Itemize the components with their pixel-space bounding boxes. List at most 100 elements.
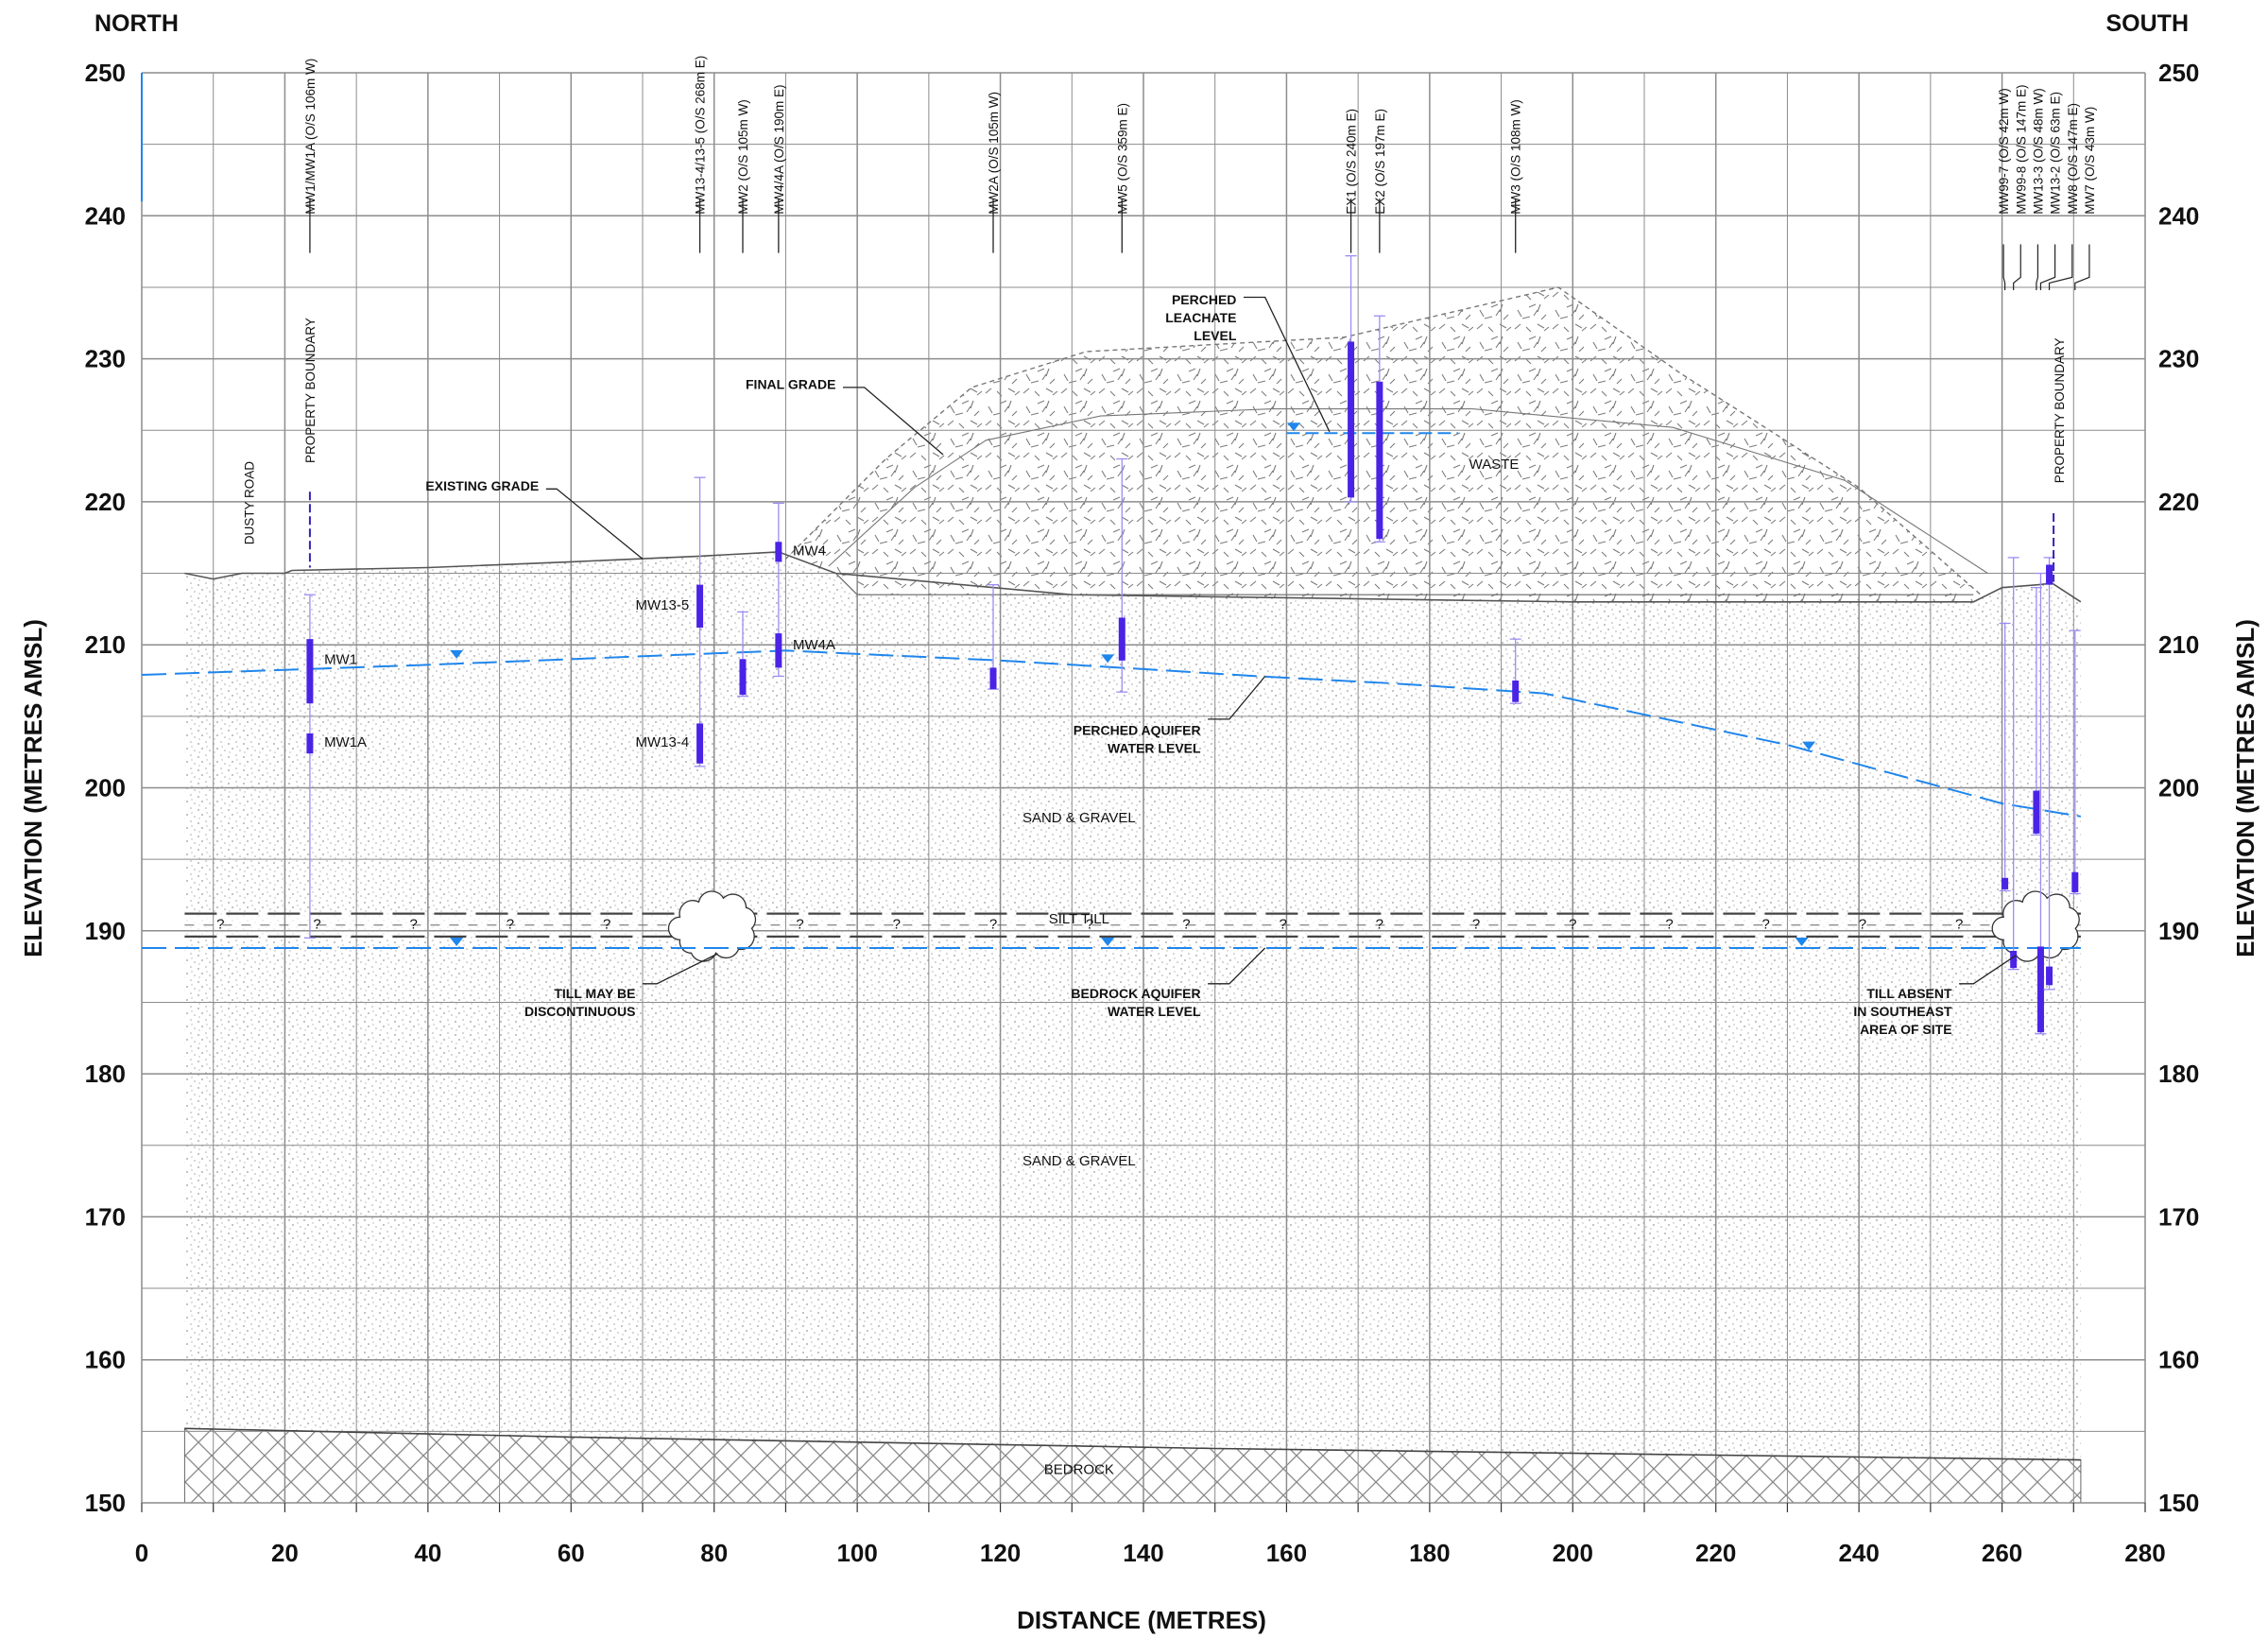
- x-tick-label: 80: [700, 1539, 728, 1567]
- label-leader: [2039, 244, 2056, 290]
- callout-line: LEVEL: [1194, 328, 1237, 343]
- well-screen: [2036, 946, 2044, 1033]
- callout-leader: [545, 488, 644, 560]
- stratigraphy-layers: [183, 287, 2082, 1504]
- well-location-label: MW13-4/13-5 (O/S 268m E): [694, 56, 708, 215]
- callout-line: LEACHATE: [1165, 310, 1236, 325]
- water-level-marker: [450, 937, 464, 946]
- callout-line: TILL MAY BE: [554, 986, 635, 1001]
- y-tick-label-left: 200: [85, 774, 126, 802]
- callout-leader: [643, 953, 718, 985]
- unit-label: SAND & GRAVEL: [1022, 1153, 1136, 1169]
- well-location-label: MW13-3 (O/S 48m W): [2031, 88, 2045, 215]
- till-uncertainty-mark: ?: [1955, 917, 1963, 933]
- callout-leader: [843, 387, 944, 456]
- well-screen: [775, 633, 782, 668]
- y-tick-label-left: 150: [85, 1489, 126, 1517]
- boundary-label: DUSTY ROAD: [243, 461, 257, 545]
- y-tick-label-left: 220: [85, 488, 126, 516]
- till-uncertainty-mark: ?: [796, 917, 803, 933]
- well-screen: [1376, 381, 1383, 540]
- wells: [303, 244, 2090, 1035]
- well-location-label: MW4/4A (O/S 190m E): [772, 84, 786, 214]
- till-uncertainty-mark: ?: [410, 917, 418, 933]
- well-screen: [2033, 790, 2040, 834]
- final-grade-line: [784, 286, 1982, 595]
- y-tick-label-right: 150: [2158, 1489, 2199, 1517]
- sand-gravel-fill: [184, 551, 2081, 1460]
- till-uncertainty-mark: ?: [507, 917, 514, 933]
- callout-label: EXISTING GRADE: [425, 478, 539, 493]
- unit-label: SAND & GRAVEL: [1022, 810, 1136, 826]
- till-uncertainty-mark: ?: [1859, 917, 1866, 933]
- well-id-label: MW4A: [793, 637, 835, 653]
- well-screen: [739, 659, 747, 696]
- till-uncertainty-mark: ?: [1376, 917, 1383, 933]
- y-tick-label-left: 250: [85, 59, 126, 87]
- till-gap-cloud-north: [667, 890, 757, 962]
- x-tick-label: 0: [135, 1539, 148, 1567]
- well-id-label: MW13-5: [636, 597, 690, 613]
- y-axis-title-right: ELEVATION (METRES AMSL): [2231, 619, 2259, 957]
- well-screen: [989, 667, 997, 690]
- well-location-label: MW2A (O/S 105m W): [987, 92, 1001, 215]
- y-tick-label-right: 190: [2158, 917, 2199, 945]
- water-levels: [141, 422, 2082, 949]
- callout-line: EXISTING GRADE: [425, 478, 539, 493]
- well-screen: [696, 584, 704, 629]
- y-tick-label-right: 180: [2158, 1060, 2199, 1088]
- unit-label: WASTE: [1469, 457, 1520, 473]
- water-level-marker: [450, 649, 464, 659]
- well-location-label: MW99-8 (O/S 147m E): [2014, 85, 2028, 215]
- waste-base-line: [834, 573, 1974, 595]
- y-tick-label-left: 190: [85, 917, 126, 945]
- y-tick-label-right: 170: [2158, 1202, 2199, 1231]
- waste-cell-line: [828, 408, 1988, 574]
- x-tick-label: 120: [980, 1539, 1021, 1567]
- y-tick-label-right: 210: [2158, 630, 2199, 659]
- well-location-label: MW3 (O/S 108m W): [1509, 99, 1523, 215]
- y-tick-label-right: 230: [2158, 345, 2199, 373]
- well-screen: [2046, 966, 2053, 986]
- well-screen: [2046, 564, 2053, 585]
- north-label: NORTH: [94, 10, 179, 37]
- waste-fill: [785, 287, 1981, 602]
- x-tick-label: 160: [1266, 1539, 1307, 1567]
- south-label: SOUTH: [2106, 10, 2190, 37]
- till-uncertainty-mark: ?: [989, 917, 997, 933]
- till-uncertainty-mark: ?: [1569, 917, 1576, 933]
- well-screen: [2010, 950, 2018, 969]
- well-location-label: EX1 (O/S 240m E): [1345, 109, 1359, 215]
- unit-label: BEDROCK: [1044, 1462, 1114, 1478]
- well-location-label: MW5 (O/S 359m E): [1115, 103, 1129, 215]
- x-tick-label: 40: [414, 1539, 441, 1567]
- label-leader: [2002, 244, 2006, 290]
- y-tick-label-left: 230: [85, 345, 126, 373]
- label-leader: [2013, 244, 2021, 290]
- till-uncertainty-mark: ?: [1665, 917, 1673, 933]
- well-id-label: MW1A: [324, 734, 367, 750]
- callout-leader: [1208, 947, 1266, 985]
- well-location-label: MW99-7 (O/S 42m W): [1997, 88, 2011, 215]
- callout-line: TILL ABSENT: [1866, 986, 1952, 1001]
- x-axis-title: DISTANCE (METRES): [1017, 1606, 1266, 1634]
- bedrock-surface-line: [184, 1427, 2081, 1461]
- water-level-marker: [1101, 654, 1115, 664]
- well-id-label: MW13-4: [636, 734, 690, 750]
- till-uncertainty-mark: ?: [1472, 917, 1480, 933]
- perched-aquifer-water-line: [141, 649, 2082, 818]
- till-uncertainty-mark: ?: [216, 917, 224, 933]
- well-id-label: MW4: [793, 543, 826, 559]
- y-tick-label-right: 220: [2158, 488, 2199, 516]
- label-leader: [2048, 244, 2073, 290]
- water-level-marker: [1101, 937, 1115, 946]
- callout-line: WATER LEVEL: [1108, 741, 1201, 756]
- till-uncertainty-mark: ?: [313, 917, 320, 933]
- till-uncertainty-mark: ?: [1086, 917, 1093, 933]
- x-tick-label: 240: [1838, 1539, 1879, 1567]
- callout-leader: [1244, 296, 1331, 433]
